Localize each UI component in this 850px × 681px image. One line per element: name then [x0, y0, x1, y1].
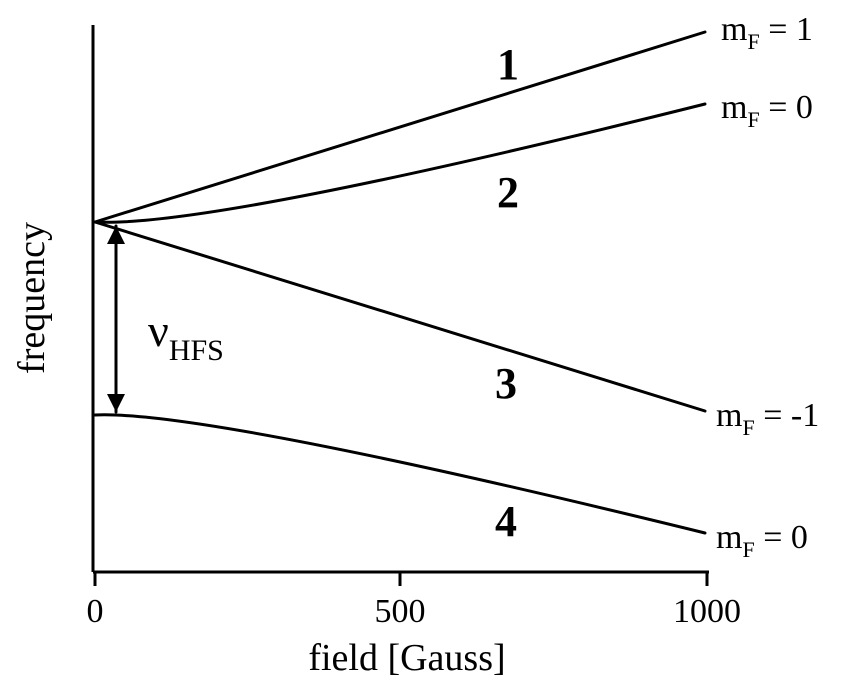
y-axis-label: frequency: [11, 222, 53, 374]
mf-label-level-2: mF = 0: [721, 89, 813, 132]
level-1-curve: [93, 30, 707, 224]
level-2-curve: [93, 102, 707, 224]
level-3-curve: [93, 220, 707, 413]
mf-sub: F: [747, 107, 759, 132]
mf-sub: F: [742, 415, 754, 440]
mf-main: m: [721, 11, 747, 48]
level-number-3: 3: [495, 359, 517, 408]
mf-sub: F: [747, 29, 759, 54]
x-tick-label-1000: 1000: [673, 593, 741, 630]
level-number-4: 4: [495, 497, 517, 546]
mf-main: m: [716, 397, 742, 434]
mf-value: = 0: [760, 89, 813, 126]
mf-value: = -1: [755, 397, 820, 434]
mf-main: m: [716, 519, 742, 556]
mf-main: m: [721, 89, 747, 126]
x-axis-label: field [Gauss]: [308, 637, 505, 679]
level-number-2: 2: [497, 168, 519, 217]
x-tick-label-0: 0: [87, 593, 104, 630]
mf-label-level-3: mF = -1: [716, 397, 819, 440]
hfs-subscript: HFS: [169, 334, 224, 367]
mf-label-level-4: mF = 0: [716, 519, 808, 562]
mf-value: = 0: [755, 519, 808, 556]
level-4-curve: [93, 413, 707, 535]
level-number-1: 1: [497, 40, 519, 89]
hfs-label: νHFS: [148, 305, 224, 367]
x-tick-label-500: 500: [375, 593, 426, 630]
mf-value: = 1: [760, 11, 813, 48]
mf-sub: F: [742, 537, 754, 562]
hfs-symbol: ν: [148, 305, 169, 356]
mf-label-level-1: mF = 1: [721, 11, 813, 54]
